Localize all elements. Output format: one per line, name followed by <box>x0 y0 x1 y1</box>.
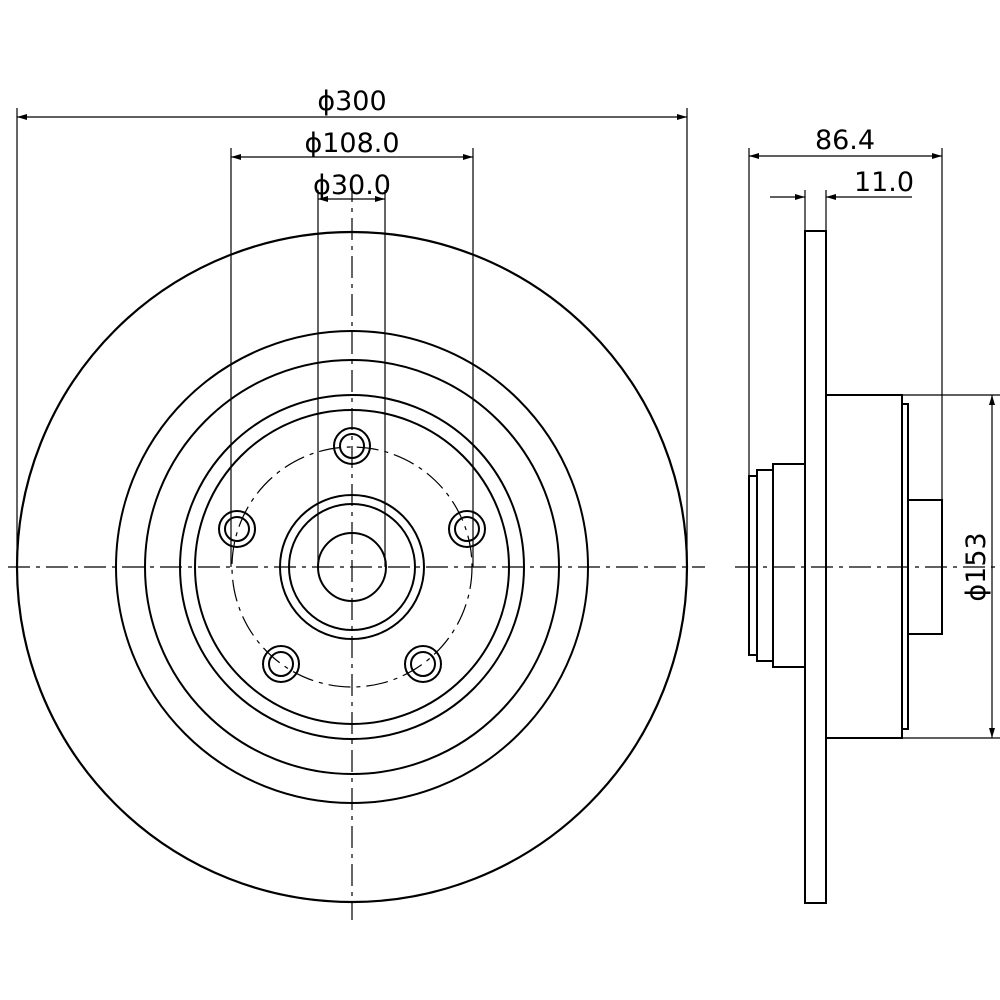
bolt-hole <box>218 510 256 548</box>
total-height-label: 86.4 <box>815 125 875 156</box>
bolt-hole <box>404 645 442 683</box>
front-dimension-lines <box>17 114 687 202</box>
side-view <box>735 148 1000 904</box>
bolt-hole <box>262 645 300 683</box>
hub-inner-ring <box>288 503 416 631</box>
hub-nose-profile <box>907 499 943 635</box>
disc-thickness-label: 11.0 <box>854 167 914 198</box>
mounting-face-ring <box>194 409 510 725</box>
bolt-circle-diameter-label: ϕ108.0 <box>304 128 399 159</box>
hub-diameter-label: ϕ153 <box>961 532 992 601</box>
bolt-hole <box>333 427 371 465</box>
hat-inner-ring <box>179 394 525 740</box>
friction-ring-inner-edge <box>115 330 589 804</box>
side-extension-lines <box>748 148 1000 739</box>
bolt-holes <box>218 427 486 683</box>
outer-diameter-label: ϕ300 <box>317 86 386 117</box>
center-bore-diameter-label: ϕ30.0 <box>313 170 391 201</box>
front-extension-lines <box>16 108 688 567</box>
bolt-circle-line <box>231 446 473 688</box>
bolt-hole <box>448 510 486 548</box>
front-center-lines <box>8 180 705 920</box>
side-dimension-lines <box>749 153 995 738</box>
hat-outer-ring <box>144 359 560 775</box>
seal-ring-outer <box>756 469 774 662</box>
seal-ring-inner <box>748 475 758 656</box>
bearing-collar-profile <box>772 463 806 668</box>
hub-outer-ring <box>279 494 425 640</box>
front-view <box>8 108 705 920</box>
